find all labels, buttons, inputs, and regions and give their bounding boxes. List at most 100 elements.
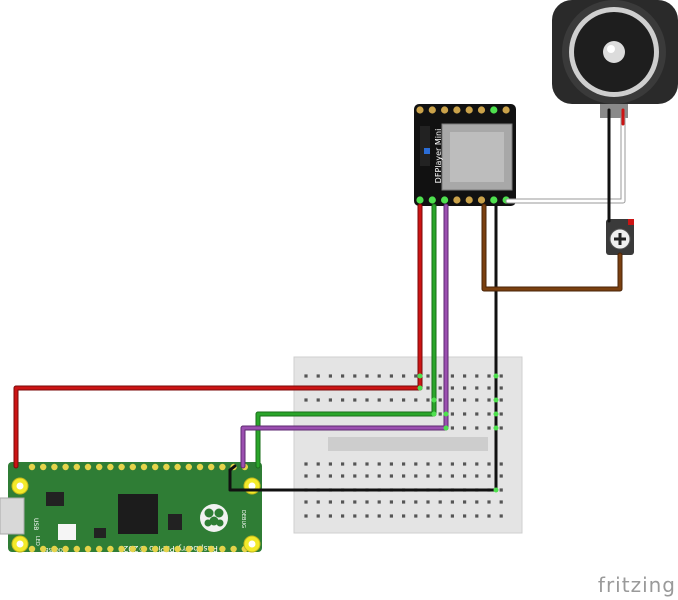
dfplayer-led xyxy=(424,148,430,154)
breadboard-hole xyxy=(499,500,503,504)
potentiometer-slot xyxy=(614,233,626,245)
dfplayer-label: DFPlayer Mini xyxy=(434,129,443,184)
breadboard-hole xyxy=(316,500,320,504)
breadboard-hole xyxy=(389,462,393,466)
breadboard-hole xyxy=(389,474,393,478)
breadboard-hole xyxy=(353,374,357,378)
pico-pin xyxy=(96,463,103,471)
pico-pin xyxy=(196,463,204,471)
wire-ground xyxy=(228,204,498,492)
breadboard-hole xyxy=(438,462,442,466)
dfplayer-pin xyxy=(490,106,498,114)
breadboard-hole xyxy=(499,374,503,378)
breadboard-hole xyxy=(426,500,430,504)
wire-purple-signal xyxy=(241,204,448,468)
pico-pin xyxy=(208,463,215,471)
breadboard-hole xyxy=(316,474,320,478)
breadboard-hole xyxy=(499,412,503,416)
pico-pin xyxy=(73,463,81,471)
breadboard-hole xyxy=(353,514,357,518)
breadboard-hole xyxy=(463,474,467,478)
dfplayer-pin xyxy=(416,106,424,114)
breadboard-hole xyxy=(463,398,467,402)
breadboard-hole xyxy=(304,500,308,504)
breadboard-hole xyxy=(475,514,479,518)
dfplayer-chip xyxy=(420,126,430,166)
raspberry-logo-icon xyxy=(200,504,228,532)
breadboard-hole xyxy=(499,474,503,478)
breadboard-hole xyxy=(463,386,467,390)
breadboard-hole xyxy=(463,462,467,466)
breadboard-hole xyxy=(499,386,503,390)
breadboard-hole xyxy=(475,386,479,390)
wires xyxy=(13,108,626,492)
breadboard-hole xyxy=(304,462,308,466)
pico-pin xyxy=(96,545,103,553)
wire-white-speaker xyxy=(506,116,625,203)
pico-pin xyxy=(40,463,47,471)
pico-pin xyxy=(185,463,192,471)
breadboard-hole xyxy=(389,514,393,518)
dfplayer-pin xyxy=(416,196,424,204)
dfplayer-pin xyxy=(477,106,486,114)
pico-pin xyxy=(84,463,92,471)
breadboard-hole xyxy=(475,398,479,402)
breadboard-hole xyxy=(414,398,418,402)
breadboard-hole xyxy=(499,488,503,492)
breadboard-hole xyxy=(475,374,479,378)
dfplayer-pin xyxy=(490,196,498,204)
breadboard-hole xyxy=(438,412,442,416)
breadboard-hole xyxy=(463,500,467,504)
breadboard-hole xyxy=(304,398,308,402)
breadboard-hole xyxy=(487,374,491,378)
dfplayer-mini: DFPlayer Mini xyxy=(414,104,516,206)
breadboard-hole xyxy=(365,514,369,518)
breadboard-hole xyxy=(328,462,332,466)
breadboard-hole xyxy=(487,386,491,390)
breadboard-hole xyxy=(487,474,491,478)
pico-pin xyxy=(163,463,170,471)
breadboard-hole xyxy=(426,386,430,390)
dfplayer-top-pins xyxy=(416,106,510,114)
dfplayer-pin xyxy=(453,196,461,204)
pico-component-1 xyxy=(46,492,64,506)
wire-power-pico xyxy=(14,386,422,468)
speaker-dustcap xyxy=(603,41,625,63)
breadboard-hole xyxy=(499,398,503,402)
breadboard-hole xyxy=(304,374,308,378)
breadboard-hole xyxy=(316,462,320,466)
pico-pin xyxy=(140,463,148,471)
breadboard-hole xyxy=(450,426,454,430)
wire-endpoints xyxy=(417,373,499,493)
wire-green-signal xyxy=(256,204,436,468)
breadboard-hole xyxy=(499,426,503,430)
breadboard-hole xyxy=(450,374,454,378)
breadboard-hole xyxy=(475,462,479,466)
breadboard-hole xyxy=(341,374,345,378)
pico-pin xyxy=(163,545,170,553)
pico-pin xyxy=(174,545,181,553)
raspberry-pi-pico: Raspberry Pi Pico ©2020 USB LED BOOTSEL … xyxy=(0,462,262,553)
speaker xyxy=(552,0,678,118)
pico-pin xyxy=(28,463,36,471)
breadboard-hole xyxy=(316,374,320,378)
breadboard-hole xyxy=(463,374,467,378)
dfplayer-pin xyxy=(441,106,449,114)
breadboard-hole xyxy=(377,398,381,402)
breadboard-hole xyxy=(438,374,442,378)
breadboard-hole xyxy=(426,374,430,378)
breadboard-hole xyxy=(341,500,345,504)
pico-pin xyxy=(51,463,58,471)
pico-mounting-holes xyxy=(11,477,261,553)
dfplayer-pin xyxy=(453,106,461,114)
breadboard-hole xyxy=(487,426,491,430)
pico-led-label: LED xyxy=(34,536,40,546)
breadboard-hole xyxy=(402,398,406,402)
potentiometer-marker xyxy=(628,219,634,225)
breadboard-hole xyxy=(414,374,418,378)
breadboard-hole xyxy=(316,514,320,518)
breadboard-hole xyxy=(402,374,406,378)
pico-pin xyxy=(62,463,69,471)
breadboard-hole xyxy=(450,500,454,504)
breadboard-hole xyxy=(402,462,406,466)
